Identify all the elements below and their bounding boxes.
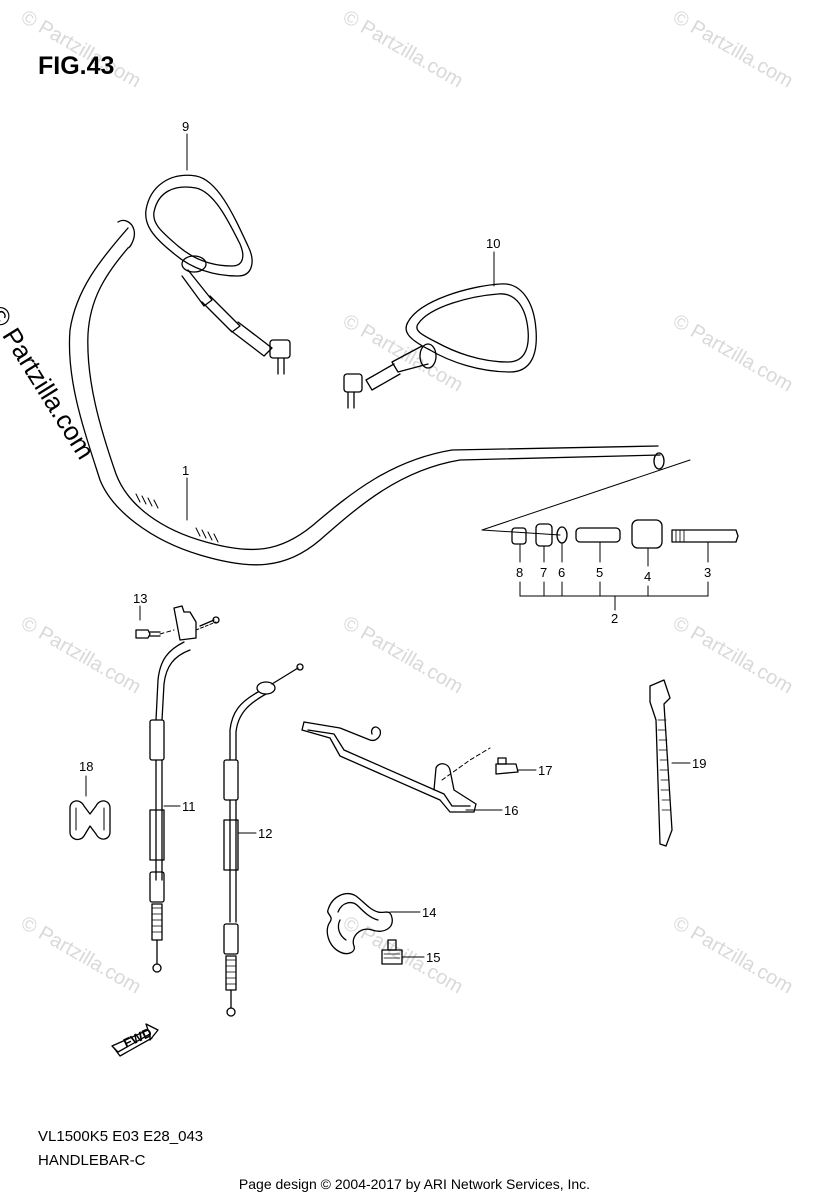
handlebar-holder-set[interactable] [481, 459, 739, 549]
cable-bracket[interactable] [159, 605, 217, 641]
cable-tie-19[interactable] [649, 679, 673, 847]
part-8 [511, 527, 527, 545]
callout-labels: 9 10 1 8 7 6 5 4 3 2 13 18 11 12 17 16 1… [79, 119, 711, 965]
wire-clip-14[interactable] [326, 893, 393, 955]
wire-guide-16[interactable] [301, 721, 491, 813]
callout-2: 2 [611, 611, 618, 626]
footer-credit: Page design © 2004-2017 by ARI Network S… [238, 1176, 591, 1192]
callout-19: 19 [692, 756, 706, 771]
leader-lines-upper [186, 133, 709, 611]
diagram-code: VL1500K5 E03 E28_043 [38, 1128, 204, 1145]
throttle-cable[interactable] [223, 663, 304, 1017]
mirror-right[interactable] [343, 283, 537, 409]
callout-11: 11 [182, 799, 196, 814]
section-name: HANDLEBAR-C [38, 1152, 146, 1169]
forward-arrow-icon: FWD [111, 1023, 159, 1057]
cable-clamp-18[interactable] [69, 775, 111, 841]
part-3 [671, 529, 739, 543]
mirror-left[interactable] [145, 174, 291, 375]
callout-16: 16 [504, 803, 518, 818]
callout-5: 5 [596, 565, 603, 580]
part-7 [535, 523, 553, 547]
callout-12: 12 [258, 826, 272, 841]
handlebar[interactable] [68, 219, 665, 566]
bolt-13[interactable] [135, 605, 161, 639]
leader-lines-lower [163, 762, 691, 958]
callout-7: 7 [540, 565, 547, 580]
part-4 [631, 519, 663, 549]
callout-18: 18 [79, 759, 93, 774]
callout-9: 9 [182, 119, 189, 134]
figure-label: FIG.43 [38, 52, 115, 80]
callout-4: 4 [644, 569, 651, 584]
clutch-cable[interactable] [149, 616, 220, 973]
callout-8: 8 [516, 565, 523, 580]
callout-6: 6 [558, 565, 565, 580]
callout-1: 1 [182, 463, 189, 478]
callout-14: 14 [422, 905, 436, 920]
callout-3: 3 [704, 565, 711, 580]
part-5 [575, 527, 621, 543]
callout-15: 15 [426, 950, 440, 965]
callout-13: 13 [133, 591, 147, 606]
callout-10: 10 [486, 236, 500, 251]
bolt-15[interactable] [381, 939, 403, 965]
screw-17[interactable] [495, 757, 519, 775]
callout-17: 17 [538, 763, 552, 778]
